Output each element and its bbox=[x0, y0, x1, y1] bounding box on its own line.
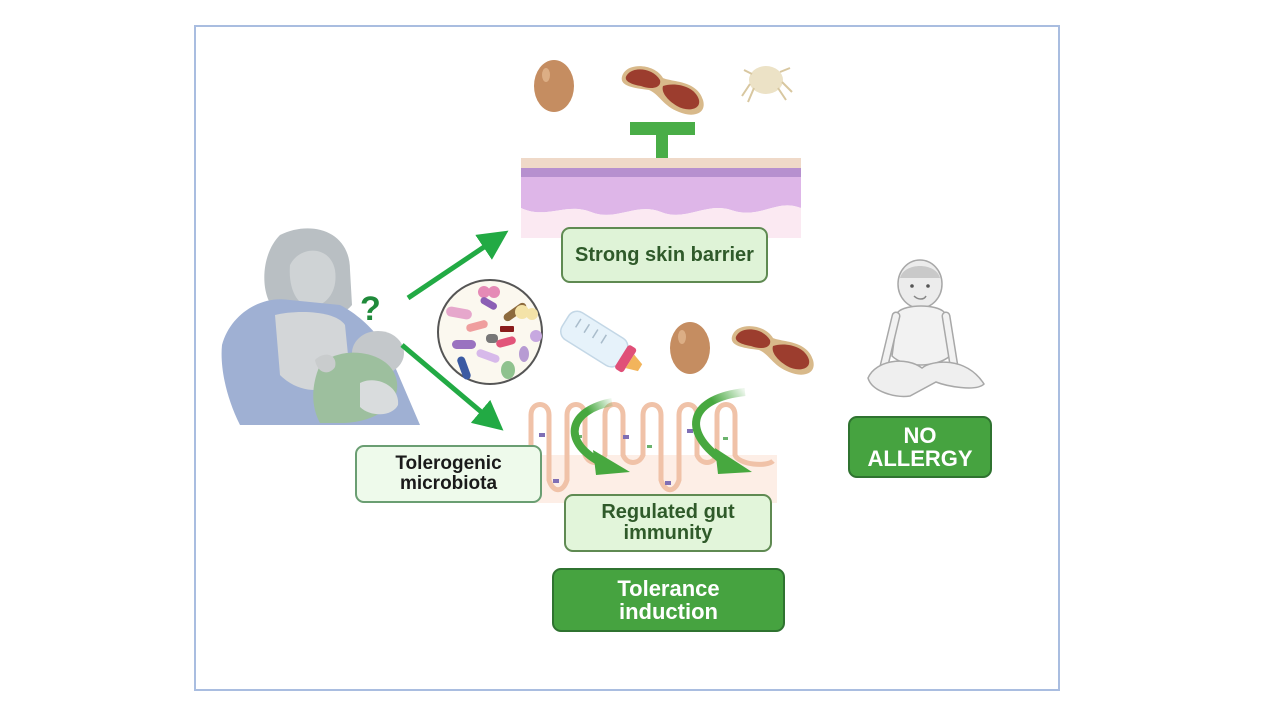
label-line: immunity bbox=[623, 522, 713, 544]
inhibition-bar bbox=[630, 122, 695, 135]
dust-mite-icon bbox=[741, 66, 793, 103]
label-line: Tolerance bbox=[617, 575, 720, 601]
label-line: microbiota bbox=[399, 473, 498, 494]
label-line: ALLERGY bbox=[867, 446, 973, 471]
label-no-allergy: NO ALLERGY bbox=[848, 416, 992, 478]
label-line: NO bbox=[903, 422, 937, 448]
baby-bottle-icon bbox=[559, 310, 643, 373]
label-line: Regulated gut bbox=[601, 501, 735, 523]
egg-icon bbox=[670, 322, 710, 374]
label-tolerance-induction: Tolerance induction bbox=[552, 568, 785, 632]
microbiota-circle-icon bbox=[437, 279, 543, 385]
sitting-baby-icon bbox=[867, 259, 985, 398]
egg-icon bbox=[534, 60, 574, 112]
label-line: Tolerogenic bbox=[395, 453, 502, 475]
breastfeeding-mother-icon bbox=[221, 228, 420, 425]
label-regulated-gut-immunity: Regulated gut immunity bbox=[564, 494, 772, 552]
peanut-icon bbox=[731, 326, 814, 375]
question-mark: ? bbox=[360, 290, 381, 328]
label-line: induction bbox=[619, 599, 718, 624]
peanut-icon bbox=[621, 66, 704, 115]
label-text: Strong skin barrier bbox=[575, 243, 754, 266]
label-strong-skin-barrier: Strong skin barrier bbox=[561, 227, 768, 283]
label-tolerogenic-microbiota: Tolerogenic microbiota bbox=[355, 445, 542, 503]
